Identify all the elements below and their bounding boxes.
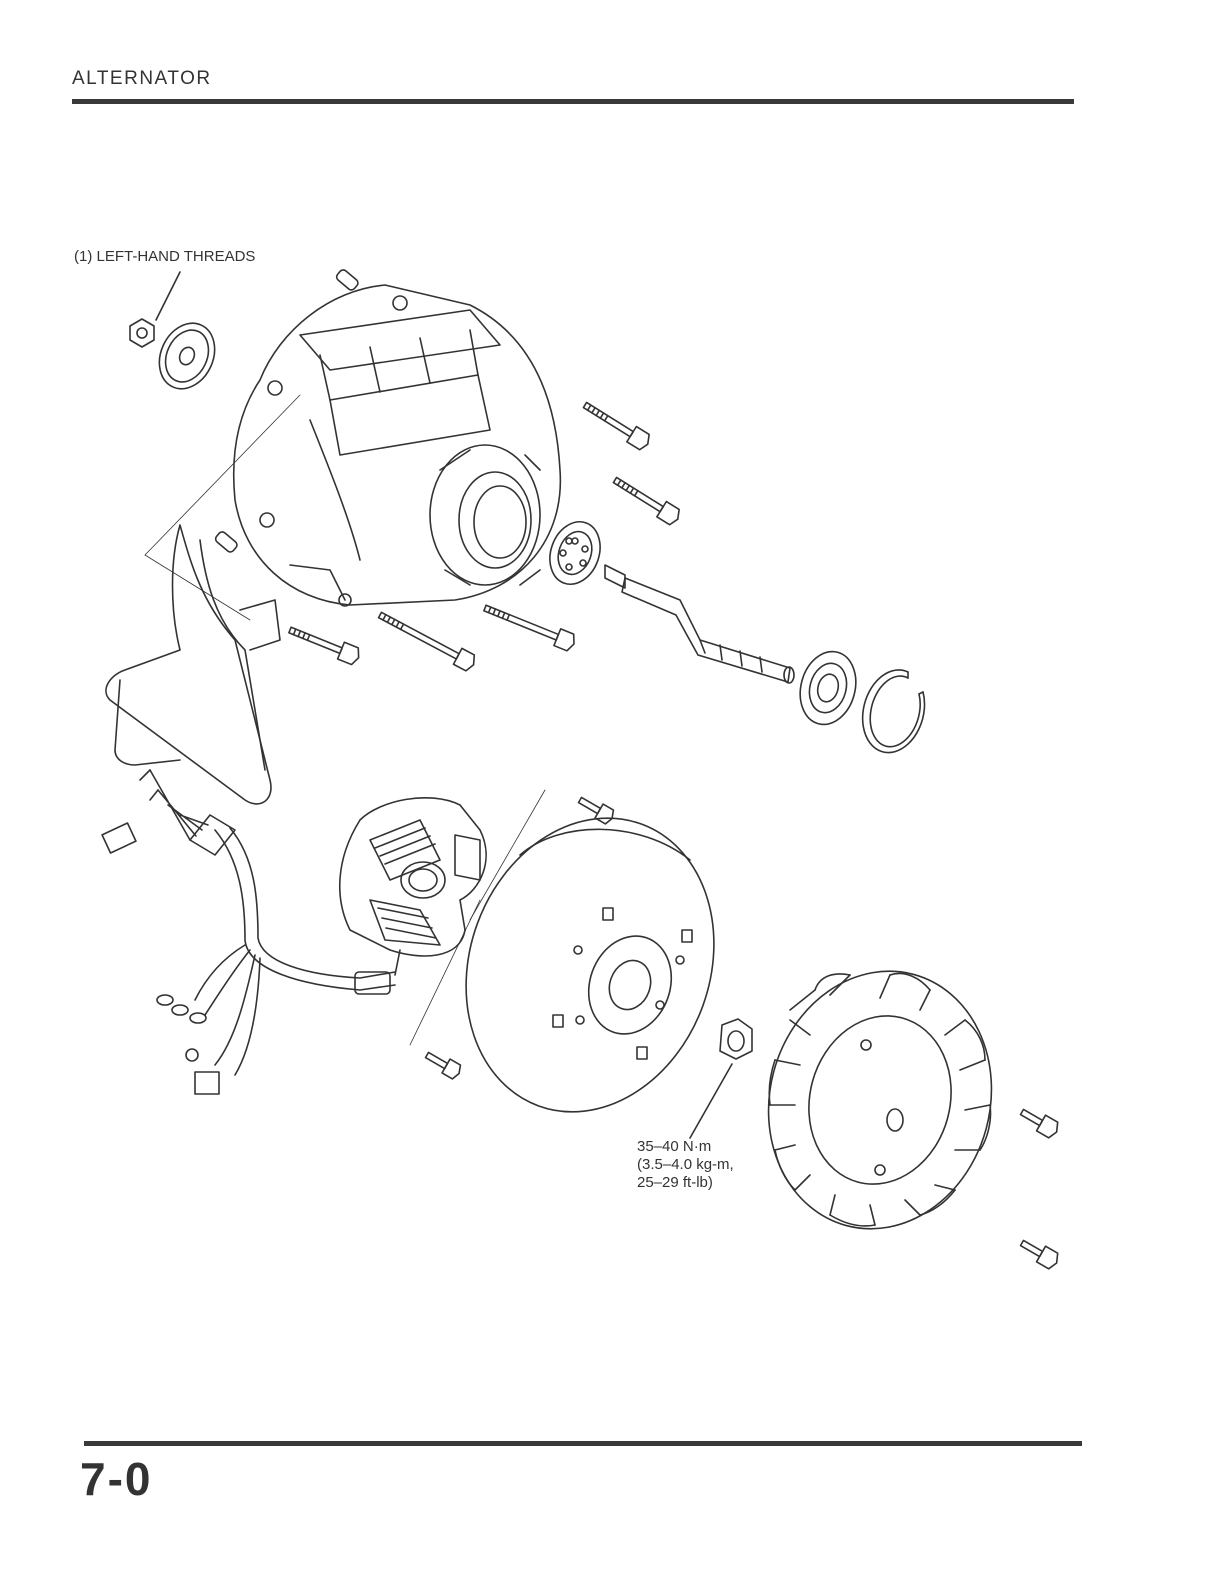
alternator-housing xyxy=(234,285,561,606)
circlip xyxy=(863,670,925,753)
bolt-housing-long-2 xyxy=(482,600,578,653)
bolt-housing-long-1 xyxy=(376,607,478,673)
flange-nut-left-hand xyxy=(130,319,154,347)
bolt-fan-1 xyxy=(1018,1104,1062,1140)
page-number: 7-0 xyxy=(80,1452,152,1506)
bolt-flywheel-bottom xyxy=(423,1048,463,1080)
bolt-housing-1 xyxy=(580,397,652,451)
dowel-pin-left xyxy=(214,530,239,553)
dowel-pin-top xyxy=(335,268,360,291)
housing-guide-lines xyxy=(145,395,300,620)
bearing-large xyxy=(792,645,863,730)
footer-rule xyxy=(84,1441,1082,1446)
cooling-shroud xyxy=(106,525,280,804)
rotor-shaft xyxy=(605,565,794,683)
flywheel-guide-lines xyxy=(410,790,545,1045)
flywheel-rotor xyxy=(426,783,754,1147)
cooling-fan xyxy=(740,946,1020,1254)
washer-seal xyxy=(149,314,225,398)
flywheel-nut xyxy=(720,1019,752,1059)
bolt-housing-3 xyxy=(287,622,362,666)
bolt-housing-2 xyxy=(610,472,682,526)
bolt-fan-2 xyxy=(1018,1235,1062,1271)
